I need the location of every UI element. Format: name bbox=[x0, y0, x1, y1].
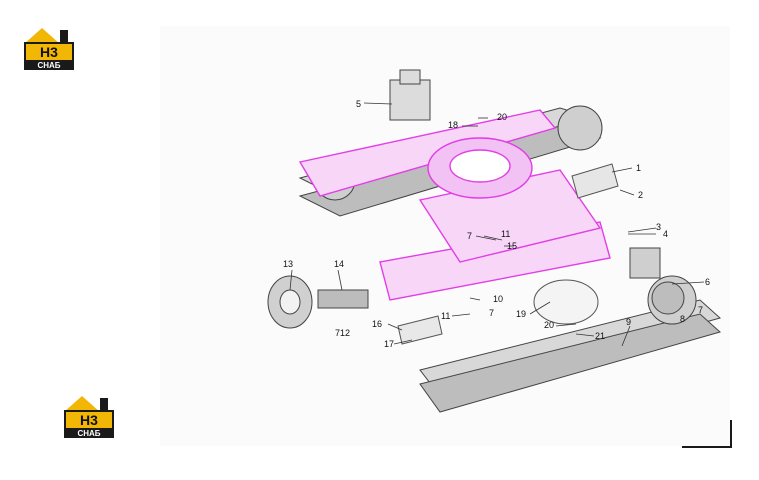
callout-10: 10 bbox=[493, 294, 504, 304]
callout-18: 18 bbox=[448, 120, 459, 130]
callout-20-low: 20 bbox=[544, 320, 555, 330]
guard-16 bbox=[397, 315, 443, 345]
callout-16: 16 bbox=[372, 319, 383, 329]
callout-6: 6 bbox=[705, 277, 711, 287]
brand-logo-top-left: H3 CHAБ bbox=[22, 24, 78, 76]
cover-1 bbox=[571, 163, 619, 199]
logo-sub-text: CHAБ bbox=[77, 429, 100, 438]
logo-sub-text: CHAБ bbox=[37, 61, 60, 70]
callout-11-low: 11 bbox=[441, 311, 451, 321]
callout-712: 712 bbox=[335, 328, 351, 338]
callout-7-mid: 7 bbox=[489, 308, 495, 318]
swivel-joint bbox=[389, 69, 431, 121]
track-frame bbox=[298, 109, 611, 301]
callout-8: 8 bbox=[680, 314, 686, 324]
callout-19: 19 bbox=[516, 309, 527, 319]
callout-9: 9 bbox=[626, 317, 632, 327]
callout-21: 21 bbox=[595, 331, 606, 341]
callout-15: 15 bbox=[507, 241, 518, 251]
callout-14: 14 bbox=[334, 259, 345, 269]
callout-7-top: 7 bbox=[467, 231, 473, 241]
idler-assembly bbox=[267, 275, 369, 329]
callout-5: 5 bbox=[356, 99, 362, 109]
callout-13: 13 bbox=[283, 259, 294, 269]
callout-1: 1 bbox=[636, 163, 642, 173]
callout-7-right: 7 bbox=[698, 305, 704, 315]
final-drive bbox=[629, 247, 685, 315]
logo-main-text: H3 bbox=[80, 412, 98, 428]
leader-lines bbox=[289, 102, 705, 347]
cover-plate bbox=[533, 279, 599, 325]
logo-main-text: H3 bbox=[40, 44, 58, 60]
callout-11-top: 11 bbox=[501, 229, 511, 239]
callout-20-top: 20 bbox=[497, 112, 508, 122]
brand-logo-bottom-left: H3 CHAБ bbox=[62, 392, 118, 444]
callout-3: 3 bbox=[656, 222, 662, 232]
callout-2: 2 bbox=[638, 190, 644, 200]
callout-4: 4 bbox=[663, 229, 669, 239]
callout-17: 17 bbox=[384, 339, 395, 349]
